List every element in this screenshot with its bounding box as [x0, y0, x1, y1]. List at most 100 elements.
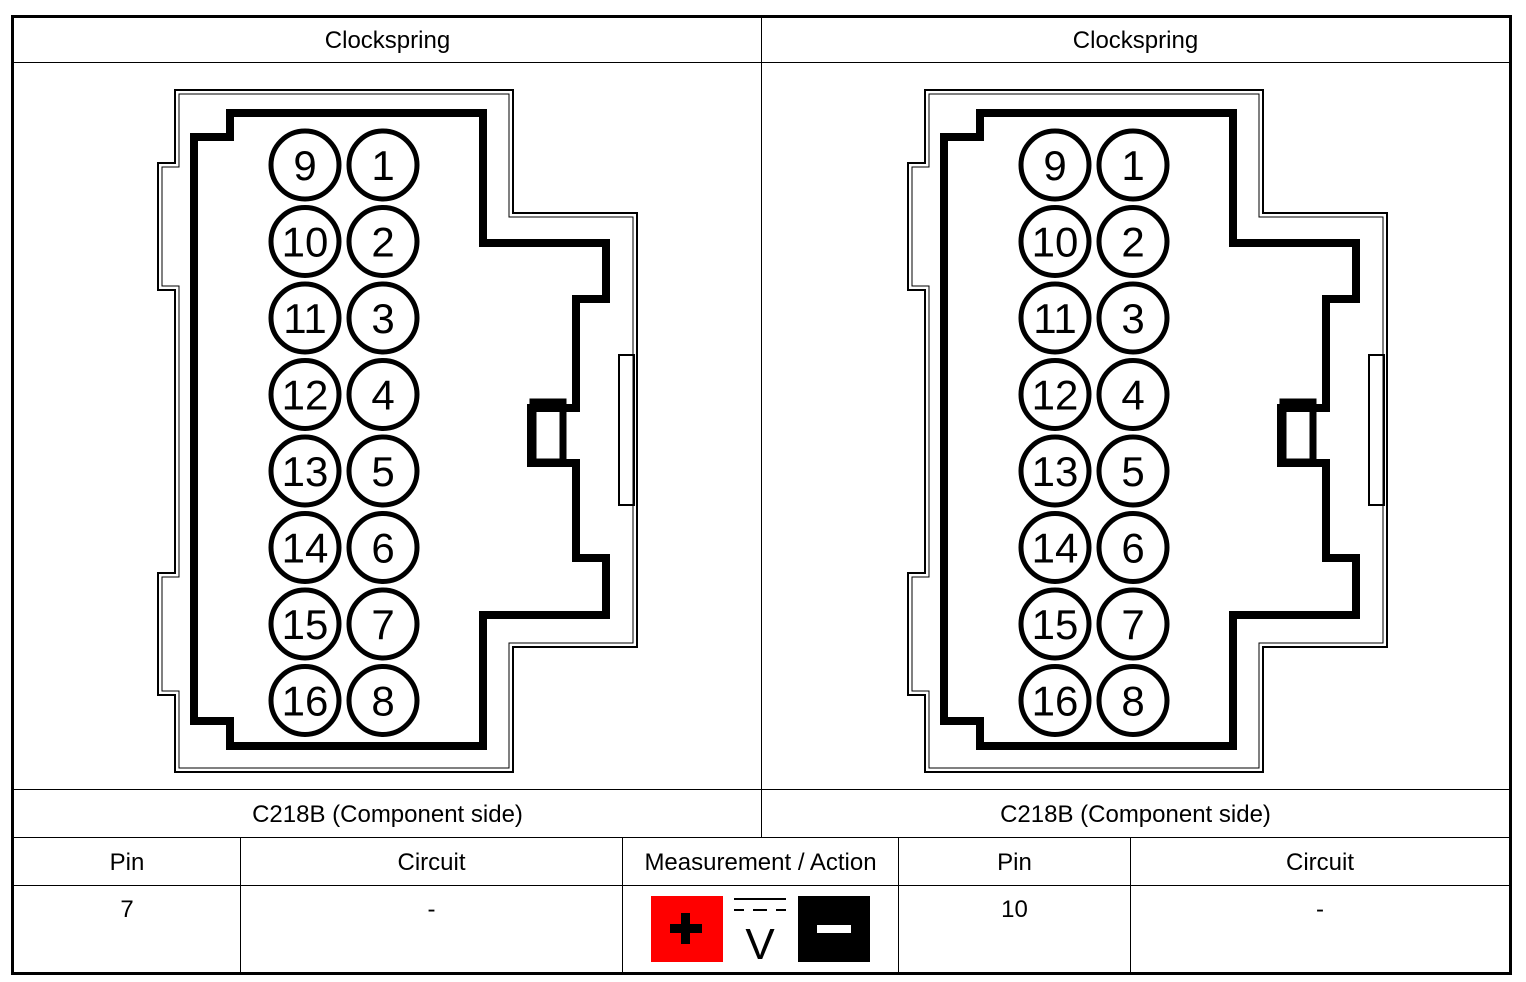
- dc-voltage-icon: V: [734, 898, 786, 965]
- pin-label: 6: [1121, 525, 1144, 572]
- connector-housing-outline: [907, 89, 1388, 773]
- pin-circle: [268, 358, 342, 431]
- pin-circle: [268, 511, 342, 584]
- connector-slot: [1279, 398, 1317, 466]
- pin-circle: [1018, 511, 1092, 584]
- circuit-header-2: Circuit: [1285, 849, 1354, 876]
- pin-label: 12: [282, 372, 329, 419]
- pin-circle: [1018, 664, 1092, 737]
- voltage-letter: V: [745, 920, 775, 965]
- right-header: Clockspring: [1072, 27, 1199, 54]
- divider: [240, 837, 241, 973]
- pin-label: 14: [1032, 525, 1079, 572]
- pin-label: 11: [1033, 295, 1077, 342]
- pin-10: 10: [1018, 205, 1092, 278]
- plus-icon: [681, 913, 690, 944]
- pin-label: 3: [1121, 295, 1144, 342]
- pin-16: 16: [1018, 664, 1092, 737]
- pin-circle: [346, 205, 420, 278]
- pin-label: 3: [371, 295, 394, 342]
- pin-6: 6: [346, 511, 420, 584]
- connector-housing-outline: [911, 93, 1384, 769]
- pin-2: 2: [1096, 205, 1170, 278]
- connector-cavity: [940, 109, 1360, 750]
- pin-circle: [268, 281, 342, 355]
- connector-latch: [618, 354, 635, 506]
- pin-circle: [1096, 358, 1170, 431]
- pin-7: 7: [346, 587, 420, 661]
- pin-7: 7: [1096, 587, 1170, 661]
- left-header: Clockspring: [324, 27, 451, 54]
- pin-4: 4: [1096, 358, 1170, 431]
- pin-9: 9: [1018, 128, 1092, 202]
- pin-circle: [1096, 664, 1170, 737]
- pin-6: 6: [1096, 511, 1170, 584]
- pin-3: 3: [346, 281, 420, 355]
- pin-circle: [346, 358, 420, 431]
- pin-label: 4: [371, 372, 394, 419]
- pin-circle: [346, 281, 420, 355]
- divider: [11, 837, 1512, 838]
- pin-label: 9: [1043, 142, 1066, 189]
- pin-label: 10: [1032, 219, 1079, 266]
- pin-5: 5: [346, 434, 420, 508]
- pin-1: 1: [346, 128, 420, 202]
- pin-circle: [268, 434, 342, 508]
- pin-label: 1: [1121, 142, 1144, 189]
- pin-15: 15: [1018, 587, 1092, 661]
- pin-label: 1: [371, 142, 394, 189]
- pin-16: 16: [268, 664, 342, 737]
- pin-circle: [1018, 358, 1092, 431]
- right-caption: C218B (Component side): [1000, 801, 1271, 828]
- pin-11: 11: [1018, 281, 1092, 355]
- pin-label: 12: [1032, 372, 1079, 419]
- connector-housing-outline: [157, 89, 638, 773]
- pin-8: 8: [1096, 664, 1170, 737]
- pin-circle: [268, 587, 342, 661]
- pin-circle: [346, 128, 420, 202]
- pin-label: 8: [371, 678, 394, 725]
- divider: [898, 837, 899, 973]
- connector-slot: [529, 398, 567, 466]
- pin-value-1: 7: [120, 896, 134, 923]
- pin-label: 5: [1121, 448, 1144, 495]
- pin-header-2: Pin: [997, 849, 1032, 876]
- pin-label: 14: [282, 525, 329, 572]
- pin-label: 5: [371, 448, 394, 495]
- pin-label: 8: [1121, 678, 1144, 725]
- pin-circle: [1018, 281, 1092, 355]
- pin-circle: [268, 664, 342, 737]
- circuit-header-1: Circuit: [397, 849, 466, 876]
- circuit-value-1: -: [427, 896, 436, 923]
- pin-circle: [346, 587, 420, 661]
- divider: [1130, 837, 1131, 973]
- pin-circle: [1096, 434, 1170, 508]
- pin-label: 4: [1121, 372, 1144, 419]
- pin-circle: [1096, 511, 1170, 584]
- measurement-icons: V: [651, 896, 870, 965]
- pin-label: 15: [1032, 601, 1079, 648]
- pin-8: 8: [346, 664, 420, 737]
- pin-13: 13: [1018, 434, 1092, 508]
- pin-label: 7: [1121, 601, 1144, 648]
- minus-icon: [817, 925, 851, 933]
- connector-housing-outline: [161, 93, 634, 769]
- pin-12: 12: [268, 358, 342, 431]
- pin-label: 16: [1032, 678, 1079, 725]
- circuit-value-2: -: [1316, 896, 1324, 923]
- pin-label: 10: [282, 219, 329, 266]
- pin-circle: [1096, 128, 1170, 202]
- connector-cavity: [190, 109, 610, 750]
- pin-circle: [1018, 128, 1092, 202]
- pin-label: 2: [371, 219, 394, 266]
- pin-circle: [346, 434, 420, 508]
- pin-label: 13: [1032, 448, 1079, 495]
- pin-label: 2: [1121, 219, 1144, 266]
- divider: [761, 15, 762, 837]
- pin-circle: [268, 205, 342, 278]
- pin-14: 14: [1018, 511, 1092, 584]
- pin-10: 10: [268, 205, 342, 278]
- divider: [11, 885, 1512, 886]
- pin-label: 13: [282, 448, 329, 495]
